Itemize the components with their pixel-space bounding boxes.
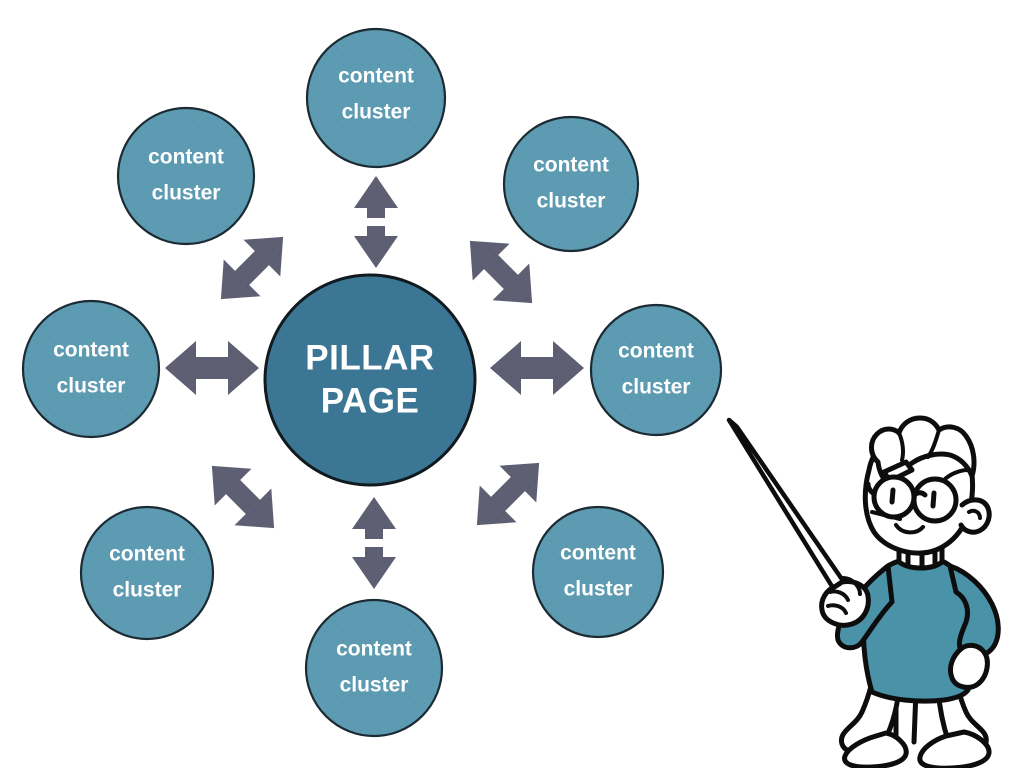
cluster-bottom-right[interactable]: content cluster <box>531 505 665 639</box>
cluster-bottom[interactable]: content cluster <box>304 598 444 738</box>
cluster-bottom-right-label-line2: cluster <box>564 578 633 601</box>
cluster-top-right-label-line2: cluster <box>537 190 606 213</box>
cluster-left-label-line1: content <box>53 339 129 362</box>
cluster-bottom-left-label-line1: content <box>109 543 185 566</box>
cluster-bottom-left-label-line2: cluster <box>113 579 182 602</box>
pillar-page-label-line2: PAGE <box>321 381 420 420</box>
right-arm <box>947 563 1001 690</box>
cluster-left[interactable]: content cluster <box>21 299 161 439</box>
cluster-top-right-label-line1: content <box>533 154 609 177</box>
cluster-top-left-label-line1: content <box>148 146 224 169</box>
cluster-top-left-label-line2: cluster <box>152 182 221 205</box>
cluster-right-label-line1: content <box>618 340 694 363</box>
pointer-stick-icon <box>726 417 851 599</box>
cluster-top-label-line2: cluster <box>342 101 411 124</box>
cluster-bottom-label-line2: cluster <box>340 674 409 697</box>
arrow-to-left <box>165 341 259 395</box>
arrow-to-right <box>490 341 584 395</box>
cluster-right-label-line2: cluster <box>622 376 691 399</box>
cluster-left-label-line2: cluster <box>57 375 126 398</box>
cluster-top-right[interactable]: content cluster <box>502 115 640 253</box>
arrow-to-bottom-left <box>193 447 293 547</box>
pillar-page-node[interactable]: PILLAR PAGE <box>263 273 477 487</box>
cluster-bottom-right-label-line1: content <box>560 542 636 565</box>
cluster-top-label-line1: content <box>338 65 414 88</box>
cluster-bottom-label-line1: content <box>336 638 412 661</box>
ear <box>958 497 992 535</box>
presenter-character <box>726 415 1001 768</box>
cluster-top[interactable]: content cluster <box>305 27 447 169</box>
glasses-icon <box>865 474 959 524</box>
hand <box>819 576 871 628</box>
cluster-bottom-left[interactable]: content cluster <box>79 505 215 641</box>
cluster-top-left[interactable]: content cluster <box>116 106 256 246</box>
shoes <box>842 729 992 768</box>
cluster-right[interactable]: content cluster <box>589 303 723 437</box>
arrow-to-bottom <box>352 497 396 589</box>
cheek-line <box>870 510 902 521</box>
smile <box>894 523 925 535</box>
pillar-page-label-line1: PILLAR <box>305 338 434 377</box>
arrow-to-bottom-right <box>458 444 558 544</box>
arrow-to-top <box>354 176 398 268</box>
